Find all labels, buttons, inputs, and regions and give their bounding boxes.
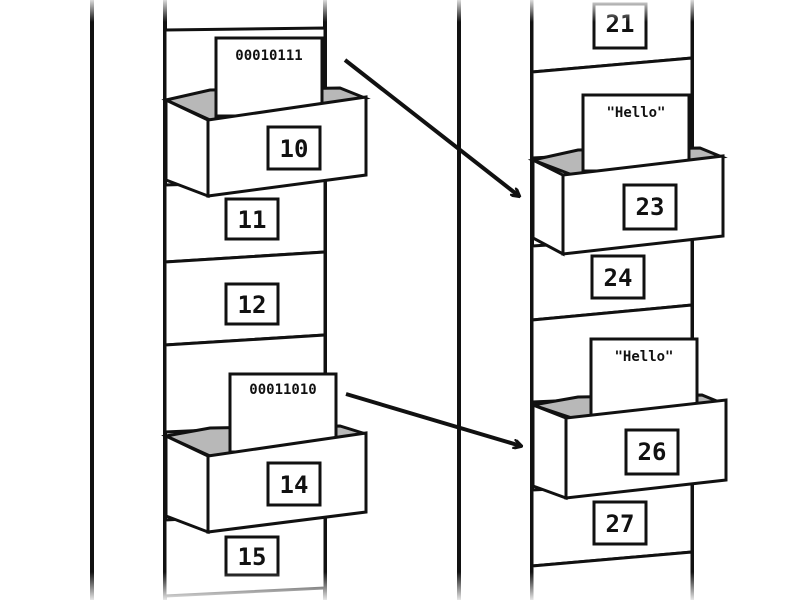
drawer-label: 10 [280,135,309,163]
left-cabinet: 11 12 15 00010111 10 [161,0,371,600]
drawer-12[interactable]: 12 [163,250,327,347]
slip-value: "Hello" [614,349,673,365]
drawer-label: 23 [636,193,665,221]
memory-slip: "Hello" [581,93,691,173]
drawer-label: 12 [238,291,267,319]
drawer-label: 21 [606,10,635,38]
drawer-label: 11 [238,206,267,234]
slip-value: 00011010 [249,382,316,398]
drawer-label: 27 [606,510,635,538]
slip-value: 00010111 [235,48,302,64]
right-cabinet: 21 24 27 "He [527,0,728,600]
drawer-label: 15 [238,543,267,571]
drawer-label: 14 [280,471,309,499]
pointer-arrow [345,392,521,446]
drawer-label: 24 [604,264,633,292]
slip-value: "Hello" [606,105,665,121]
pointer-arrow [343,58,519,196]
drawer-label: 26 [638,438,667,466]
